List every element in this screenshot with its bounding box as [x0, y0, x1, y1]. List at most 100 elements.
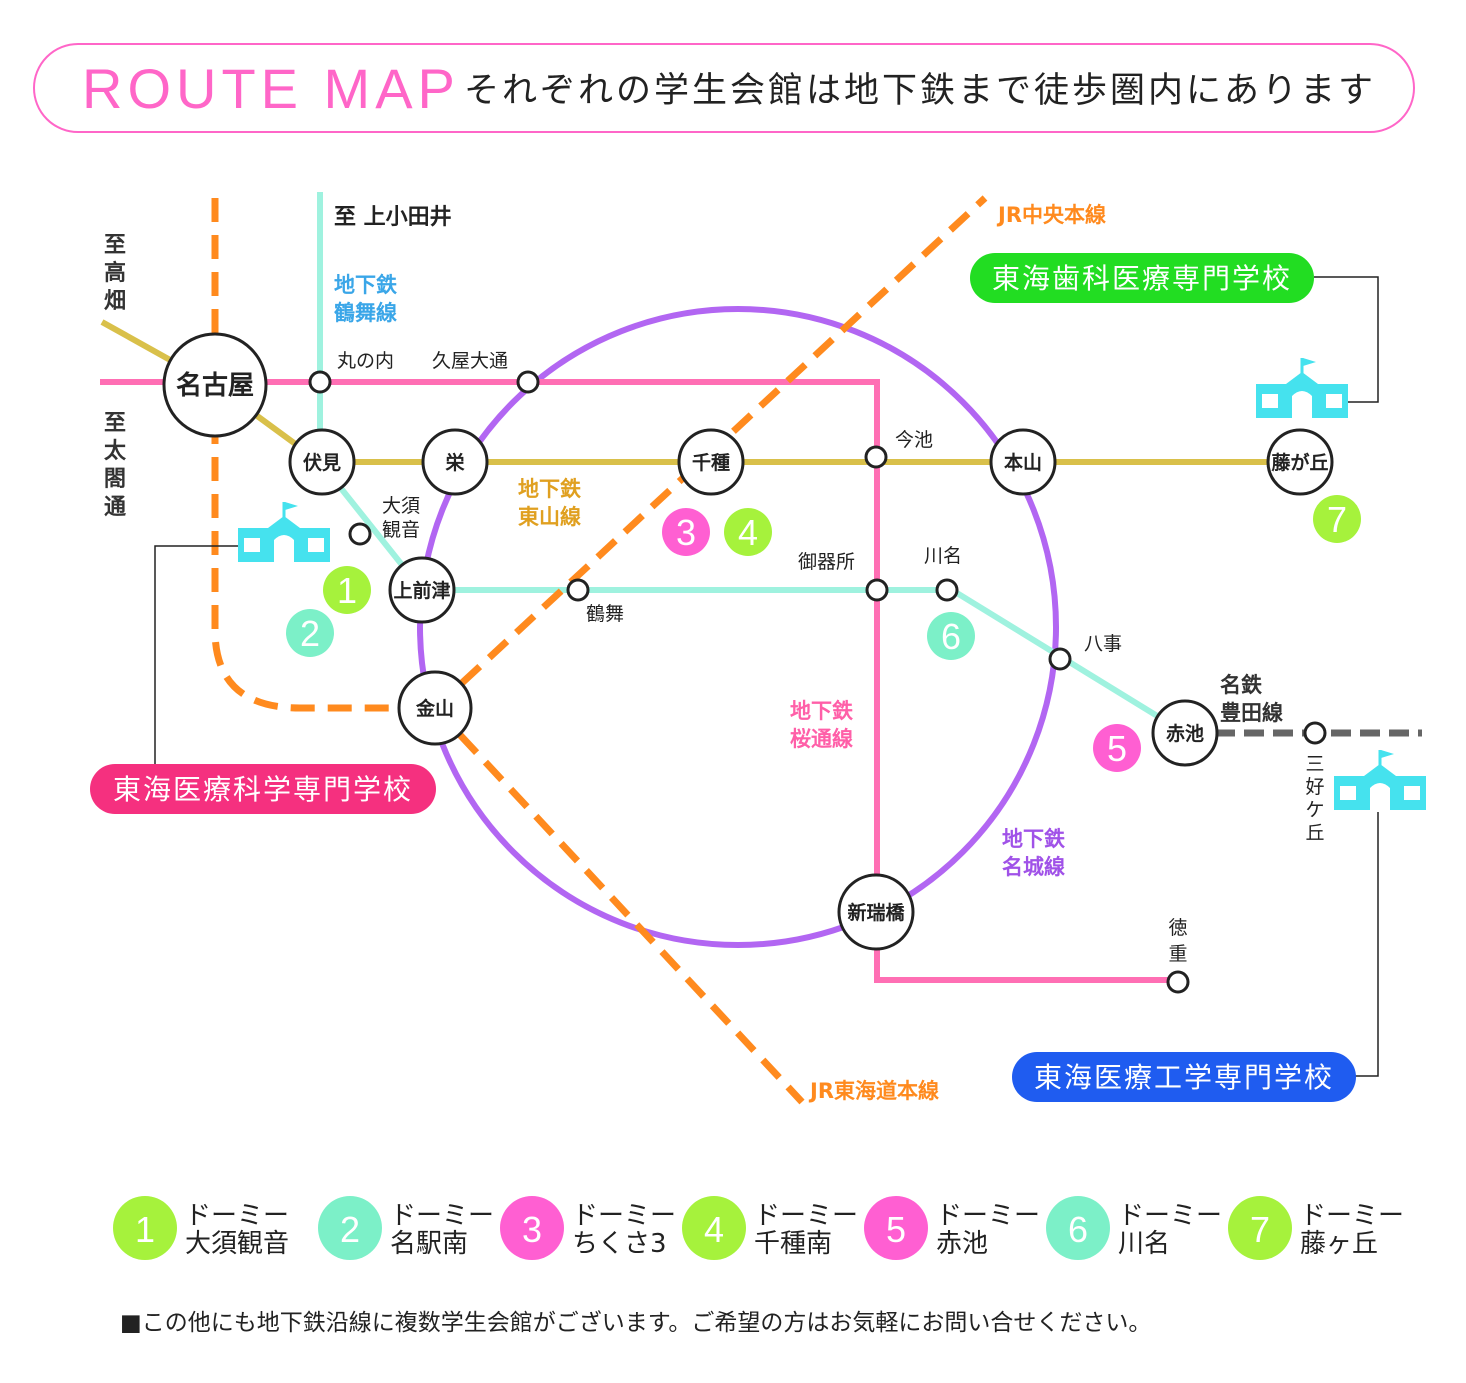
svg-text:5: 5: [1107, 728, 1127, 769]
svg-text:地下鉄: 地下鉄: [1002, 827, 1065, 851]
svg-text:地下鉄: 地下鉄: [790, 699, 853, 723]
svg-text:本山: 本山: [1004, 451, 1042, 474]
svg-text:ちくさ3: ちくさ3: [572, 1229, 667, 1259]
station-name-hisaya-odori: 久屋大通: [432, 350, 508, 372]
legend: 1 ドーミー 大須観音 2 ドーミー 名駅南 3 ドーミー ちくさ3 4 ドーミ…: [113, 1196, 1404, 1260]
svg-text:ドーミー: ドーミー: [936, 1201, 1040, 1231]
school-badge-medical-engineering[interactable]: 東海医療工学専門学校: [1012, 1052, 1356, 1102]
footnote: ■この他にも地下鉄沿線に複数学生会館がございます。ご希望の方はお気軽にお問い合せ…: [120, 1309, 1151, 1336]
svg-text:高: 高: [104, 260, 126, 286]
dental-school-connector: [1314, 276, 1379, 403]
station-marker-yagoto[interactable]: [1048, 647, 1072, 671]
station-akaike[interactable]: 赤池: [1151, 699, 1219, 767]
svg-text:上前津: 上前津: [393, 579, 450, 602]
legend-item-1[interactable]: 1 ドーミー 大須観音: [113, 1196, 289, 1260]
svg-text:好: 好: [1305, 776, 1324, 798]
svg-text:東海歯科医療専門学校: 東海歯科医療専門学校: [992, 262, 1292, 295]
svg-text:1: 1: [135, 1209, 155, 1250]
dorm-marker-2[interactable]: 2: [286, 609, 334, 657]
dorm-marker-1[interactable]: 1: [323, 566, 371, 614]
tsurumai-line-label: 地下鉄 鶴舞線: [334, 273, 397, 325]
station-marker-kawana[interactable]: [935, 578, 959, 602]
school-badge-dental[interactable]: 東海歯科医療専門学校: [970, 253, 1314, 303]
svg-text:至: 至: [104, 411, 126, 436]
dorm-marker-5[interactable]: 5: [1093, 724, 1141, 772]
station-name-osu-kannon: 大須 観音: [382, 495, 420, 541]
station-marker-gokiso[interactable]: [865, 578, 889, 602]
svg-text:栄: 栄: [444, 451, 465, 474]
header-frame: [33, 43, 1415, 133]
svg-text:観音: 観音: [382, 519, 420, 541]
legend-item-2[interactable]: 2 ドーミー 名駅南: [318, 1196, 494, 1260]
station-sakae[interactable]: 栄: [421, 428, 489, 496]
svg-text:川名: 川名: [1118, 1229, 1170, 1259]
dorm-marker-7[interactable]: 7: [1313, 495, 1361, 543]
station-marker-tokushige[interactable]: [1166, 970, 1190, 994]
medical-engineering-school-connector: [1355, 812, 1379, 1077]
school-building-icon: [1334, 750, 1426, 810]
svg-text:ドーミー: ドーミー: [1118, 1201, 1222, 1231]
svg-text:7: 7: [1250, 1209, 1270, 1250]
legend-item-6[interactable]: 6 ドーミー 川名: [1046, 1196, 1222, 1260]
svg-text:7: 7: [1327, 499, 1347, 540]
legend-item-7[interactable]: 7 ドーミー 藤ヶ丘: [1228, 1196, 1404, 1260]
legend-item-3[interactable]: 3 ドーミー ちくさ3: [500, 1196, 676, 1260]
svg-text:5: 5: [886, 1209, 906, 1250]
header-title: ROUTE MAP: [82, 57, 460, 120]
station-name-miyoshigaoka: 三 好 ケ 丘: [1305, 753, 1324, 844]
svg-text:ケ: ケ: [1305, 799, 1324, 821]
svg-text:至: 至: [104, 233, 126, 258]
station-motoyama[interactable]: 本山: [989, 428, 1057, 496]
station-marker-hisaya-odori[interactable]: [516, 370, 540, 394]
station-kanayama[interactable]: 金山: [397, 670, 473, 746]
svg-text:赤池: 赤池: [1166, 722, 1204, 745]
svg-text:3: 3: [522, 1209, 542, 1250]
legend-item-4[interactable]: 4 ドーミー 千種南: [682, 1196, 858, 1260]
medical-science-school-connector: [154, 545, 238, 768]
station-marker-tsurumai[interactable]: [566, 578, 590, 602]
school-building-icon: [238, 502, 330, 562]
sakura-dori-line: [100, 379, 1178, 983]
dorm-marker-4[interactable]: 4: [724, 508, 772, 556]
station-fujigaoka[interactable]: 藤が丘: [1266, 428, 1334, 496]
dorm-marker-6[interactable]: 6: [927, 612, 975, 660]
station-nagoya[interactable]: 名古屋: [162, 332, 268, 438]
svg-text:1: 1: [337, 570, 357, 611]
station-marker-marunouchi[interactable]: [308, 370, 332, 394]
station-kamimaezu[interactable]: 上前津: [388, 556, 456, 624]
school-badge-medical-science[interactable]: 東海医療科学専門学校: [90, 764, 436, 814]
station-marker-osu-kannon[interactable]: [348, 522, 372, 546]
higashiyama-line-label: 地下鉄 東山線: [518, 477, 581, 529]
station-name-kawana: 川名: [924, 545, 962, 567]
svg-text:名鉄: 名鉄: [1220, 673, 1262, 697]
svg-text:名古屋: 名古屋: [176, 370, 254, 401]
station-marker-imaike[interactable]: [864, 445, 888, 469]
svg-text:閤: 閤: [104, 467, 126, 492]
svg-text:ドーミー: ドーミー: [390, 1201, 494, 1231]
station-fushimi[interactable]: 伏見: [288, 428, 356, 496]
meijo-line: [417, 306, 1059, 948]
station-marker-miyoshigaoka[interactable]: [1303, 721, 1327, 745]
meijo-line-label: 地下鉄 名城線: [1002, 827, 1065, 879]
jr-tokaido-line-south: [432, 705, 805, 1105]
legend-item-5[interactable]: 5 ドーミー 赤池: [864, 1196, 1040, 1260]
svg-text:重: 重: [1168, 943, 1187, 965]
svg-text:千種: 千種: [692, 452, 730, 474]
svg-text:2: 2: [300, 613, 320, 654]
svg-text:大須観音: 大須観音: [185, 1229, 289, 1259]
svg-text:6: 6: [941, 616, 961, 657]
station-aratama-bashi[interactable]: 新瑞橋: [837, 873, 915, 951]
station-chikusa[interactable]: 千種: [677, 428, 745, 496]
svg-text:豊田線: 豊田線: [1220, 701, 1283, 725]
svg-text:ドーミー: ドーミー: [185, 1201, 289, 1231]
dorm-marker-3[interactable]: 3: [662, 508, 710, 556]
jr-chuo-line-label: JR中央本線: [996, 203, 1106, 227]
higashiyama-line: [100, 319, 1300, 465]
station-name-tsurumai: 鶴舞: [586, 603, 624, 625]
header-subtitle: それぞれの学生会館は地下鉄まで徒歩圏内にあります: [464, 71, 1376, 111]
direction-kamiotai: 至 上小田井: [334, 205, 452, 230]
school-building-icon: [1256, 358, 1348, 418]
svg-text:三: 三: [1305, 753, 1324, 775]
direction-takabata: 至 高 畑: [104, 233, 126, 314]
